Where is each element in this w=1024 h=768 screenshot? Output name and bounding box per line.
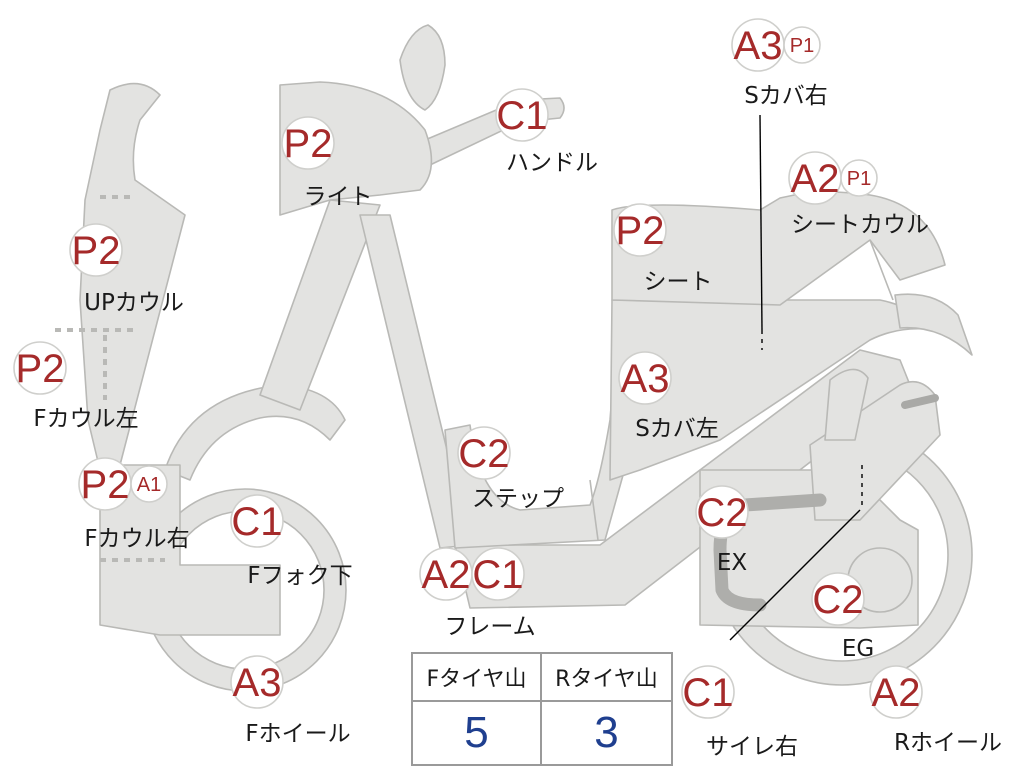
damage-badge-circle [230, 494, 284, 548]
damage-badge-circle [13, 341, 67, 395]
damage-code: A3 [233, 661, 282, 705]
part-silencer-right: C1 サイレ右 [681, 665, 798, 760]
rear-tread-header: Rタイヤ山 [542, 654, 671, 702]
damage-badge-circle [495, 88, 549, 142]
part-label: Fフォク下 [247, 563, 352, 589]
part-step: C2 ステップ [457, 426, 564, 512]
part-label: Sカバ右 [744, 83, 828, 109]
damage-code: C2 [696, 491, 747, 535]
damage-badge-circle [840, 159, 878, 197]
damage-code: P2 [284, 122, 333, 166]
damage-code: C2 [812, 578, 863, 622]
damage-code: A3 [734, 24, 783, 68]
rear-shock [809, 380, 941, 521]
seat-seam [869, 239, 894, 301]
frame-floor [454, 349, 911, 609]
damage-badge-circle [869, 665, 923, 719]
part-label: Rホイール [894, 730, 1002, 756]
part-label: シート [644, 269, 713, 295]
front-tread-header: Fタイヤ山 [413, 654, 542, 702]
air-box [824, 368, 869, 441]
s-cover-right-leader [759, 114, 763, 331]
part-handle: C1 ハンドル [495, 88, 598, 176]
tail [894, 293, 973, 356]
damage-badge-circle [230, 655, 284, 709]
damage-badge-circle [130, 465, 168, 503]
mirror [399, 24, 446, 111]
damage-code: C1 [682, 671, 733, 715]
part-seat-cowl: A2 P1 シートカウル [788, 151, 929, 238]
damage-code: C2 [458, 432, 509, 476]
part-label: Fカウル右 [84, 526, 189, 552]
damage-code: C1 [496, 94, 547, 138]
part-light: P2 ライト [281, 116, 373, 210]
damage-code: P2 [81, 463, 130, 507]
damage-badge-circle [69, 223, 123, 277]
damage-badge-circle [681, 665, 735, 719]
part-label: Fホイール [245, 721, 350, 747]
damage-badge-circle [618, 351, 672, 405]
frame-front-tube [259, 199, 381, 411]
damage-code: A2 [872, 671, 921, 715]
damage-code: A1 [137, 474, 161, 496]
damage-badge-circle [613, 203, 667, 257]
part-label: Fカウル左 [33, 406, 138, 432]
side-cover-seam [589, 479, 599, 541]
part-label: EG [842, 636, 874, 662]
damage-badge-circle [811, 572, 865, 626]
part-label: フレーム [444, 614, 535, 640]
front-cowl-lower [99, 464, 281, 636]
damage-badge-circle [281, 116, 335, 170]
part-label: ライト [304, 184, 373, 210]
damage-code: P2 [616, 209, 665, 253]
part-label: EX [717, 550, 748, 576]
part-label: ステップ [472, 486, 564, 512]
damage-code: P1 [847, 168, 871, 190]
damage-code: C1 [472, 553, 523, 597]
part-label: サイレ右 [706, 734, 798, 760]
rear-tread-value: 3 [594, 708, 619, 757]
part-seat: P2 シート [613, 203, 713, 295]
part-label: シートカウル [791, 212, 929, 238]
damage-badge-circle [457, 426, 511, 480]
damage-code: C1 [231, 500, 282, 544]
tire-tread-table: Fタイヤ山 Rタイヤ山 5 3 [411, 652, 673, 766]
damage-badge-circle [471, 547, 525, 601]
damage-badge-circle [695, 485, 749, 539]
damage-code: A2 [791, 157, 840, 201]
headlight-housing [279, 81, 433, 216]
damage-code: A3 [621, 357, 670, 401]
front-fender [164, 384, 346, 481]
damage-badge-circle [783, 26, 821, 64]
damage-code: P2 [72, 229, 121, 273]
part-label: Sカバ左 [635, 416, 719, 442]
part-label: UPカウル [84, 290, 184, 316]
front-tread-value: 5 [413, 702, 542, 764]
silencer-leader [729, 509, 861, 641]
damage-code: P1 [790, 35, 814, 57]
damage-code: P2 [16, 347, 65, 391]
shock-bolt [901, 394, 939, 409]
damage-code: A2 [422, 553, 471, 597]
part-label: ハンドル [506, 150, 598, 176]
